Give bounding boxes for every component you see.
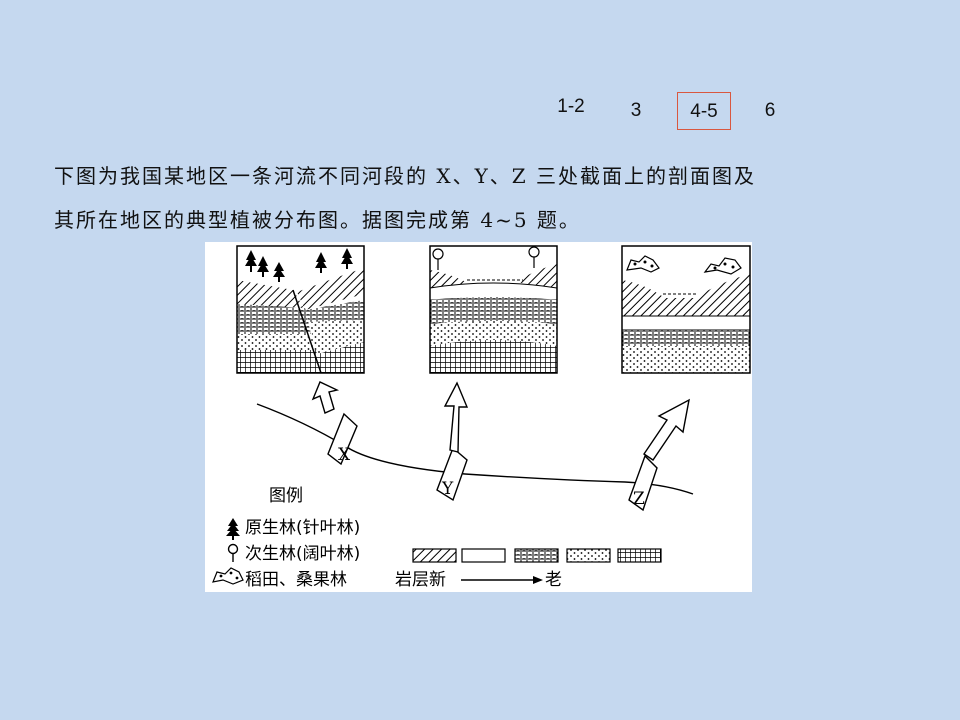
- river-line: [256, 403, 694, 495]
- geology-figure: X Y Z 图例 原生林(针叶林) 次生林(阔叶林) 稻田、桑果林: [205, 242, 752, 592]
- tab-3[interactable]: 3: [630, 100, 642, 121]
- question-line-1: 下图为我国某地区一条河流不同河段的 X、Y、Z 三处截面上的剖面图及: [54, 164, 757, 188]
- legend-rock-label: 岩层新: [395, 570, 446, 590]
- arrow-y: [443, 381, 469, 453]
- figure-drawing: X Y Z: [212, 245, 751, 585]
- arrow-z: [643, 398, 690, 461]
- tab-4-5[interactable]: 4-5: [677, 92, 731, 130]
- legend-rock-3: [514, 548, 559, 563]
- cross-section-z: [621, 245, 751, 374]
- legend-primary-forest: 原生林(针叶林): [245, 518, 361, 538]
- tab-1-2[interactable]: 1-2: [557, 96, 585, 117]
- legend-rock-1: [412, 548, 457, 563]
- question-nav: 1-2 3 4-5 6: [540, 92, 800, 132]
- section-box-x: [327, 412, 358, 466]
- legend-broadleaf-icon: [227, 543, 239, 562]
- legend-rock-5: [617, 548, 662, 563]
- legend-old-label: 老: [545, 570, 562, 590]
- question-text: 下图为我国某地区一条河流不同河段的 X、Y、Z 三处截面上的剖面图及 其所在地区…: [54, 154, 914, 242]
- legend-paddy-icon: [212, 567, 244, 585]
- question-line-2: 其所在地区的典型植被分布图。据图完成第 4~5 题。: [54, 208, 581, 232]
- cross-section-y: [429, 245, 558, 374]
- tab-6[interactable]: 6: [764, 100, 776, 121]
- label-x: X: [338, 445, 351, 465]
- legend-title: 图例: [269, 486, 303, 506]
- legend-rock-2: [461, 548, 506, 563]
- legend-rock-4: [566, 548, 611, 563]
- section-box-z: [628, 454, 658, 512]
- legend-paddy: 稻田、桑果林: [245, 570, 347, 590]
- arrow-x: [311, 381, 340, 414]
- label-z: Z: [633, 489, 645, 509]
- legend-secondary-forest: 次生林(阔叶林): [245, 544, 361, 564]
- cross-section-x: [236, 245, 365, 374]
- label-y: Y: [441, 479, 454, 499]
- legend-conifer-icon: [226, 518, 240, 540]
- section-box-y: [436, 446, 468, 502]
